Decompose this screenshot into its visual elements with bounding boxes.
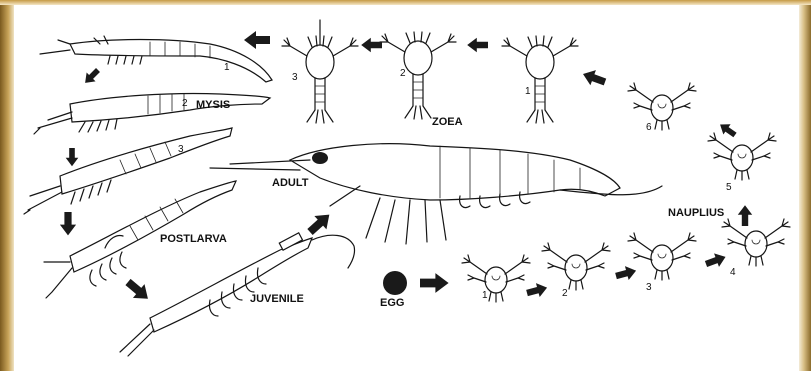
mysis-stage-1 [40, 36, 272, 82]
nauplius-stage-2 [542, 243, 610, 290]
arrow-icon [580, 66, 608, 89]
zoea-stage-2 [380, 32, 456, 119]
arrow-icon [60, 212, 76, 235]
arrow-icon [467, 38, 488, 52]
egg-label: EGG [380, 297, 404, 309]
nauplius-stage-4 [722, 219, 790, 266]
arrow-icon [614, 264, 638, 283]
nauplius-number-4: 4 [730, 267, 736, 278]
arrow-icon [738, 205, 752, 226]
juvenile [120, 233, 355, 356]
nauplius-label: NAUPLIUS [668, 207, 724, 219]
mysis-number-3: 3 [178, 144, 184, 155]
zoea-number-1: 1 [525, 86, 531, 97]
arrow-icon [66, 148, 79, 166]
arrow-icon [525, 281, 549, 300]
arrow-icon [361, 38, 382, 52]
zoea-label: ZOEA [432, 116, 463, 128]
mysis-number-2: 2 [182, 98, 188, 109]
mysis-stage-2 [34, 93, 270, 134]
nauplius-stage-5 [708, 133, 776, 180]
postlarva-label: POSTLARVA [160, 233, 227, 245]
nauplius-number-6: 6 [646, 122, 652, 133]
adult-label: ADULT [272, 177, 309, 189]
nauplius-number-5: 5 [726, 182, 732, 193]
arrow-icon [244, 31, 270, 49]
zoea-stage-1 [502, 36, 578, 123]
arrow-icon [81, 66, 103, 88]
nauplius-stage-6 [628, 83, 696, 130]
arrow-icon [304, 208, 335, 239]
zoea-number-2: 2 [400, 68, 406, 79]
arrow-icon [122, 275, 153, 306]
adult-shrimp [210, 144, 662, 244]
juvenile-label: JUVENILE [250, 293, 304, 305]
arrow-icon [704, 250, 728, 271]
egg-icon [383, 271, 407, 295]
arrow-icon [716, 119, 738, 140]
nauplius-number-1: 1 [482, 290, 488, 301]
nauplius-stage-3 [628, 233, 696, 280]
mysis-number-1: 1 [224, 62, 230, 73]
nauplius-number-2: 2 [562, 288, 568, 299]
nauplius-stage-1 [462, 255, 530, 302]
mysis-label: MYSIS [196, 99, 230, 111]
zoea-number-3: 3 [292, 72, 298, 83]
nauplius-number-3: 3 [646, 282, 652, 293]
arrow-icon [420, 273, 449, 293]
